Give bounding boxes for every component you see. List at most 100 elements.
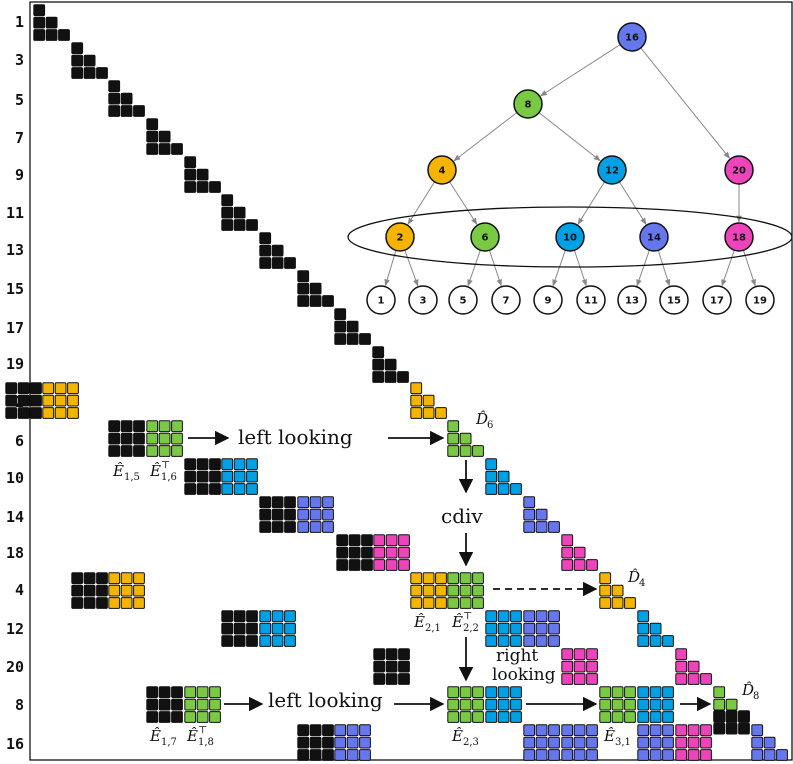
- matrix-cell: [485, 483, 498, 495]
- matrix-cell: [322, 508, 334, 521]
- math-superscript: ⊤: [463, 611, 472, 622]
- matrix-cell: [196, 168, 209, 181]
- tree-node-label: 15: [667, 296, 681, 307]
- leaf-diag-block: [71, 42, 108, 79]
- matrix-cell: [675, 660, 688, 673]
- matrix-cell: [67, 407, 79, 419]
- matrix-cell: [297, 749, 310, 761]
- left-looking-label-1: left looking: [238, 425, 353, 449]
- tree-node-label: 9: [545, 296, 552, 307]
- matrix-cell: [259, 244, 272, 257]
- matrix-cell: [133, 597, 145, 609]
- math-base: D̂: [475, 410, 488, 428]
- matrix-cell: [17, 407, 30, 419]
- matrix-cell: [497, 470, 510, 483]
- diag-block-20: [675, 648, 712, 685]
- matrix-cell: [611, 711, 624, 723]
- matrix-cell: [497, 711, 510, 723]
- matrix-blocks: [5, 4, 788, 761]
- matrix-cell: [385, 546, 398, 559]
- matrix-cell: [346, 320, 359, 333]
- matrix-cell: [246, 470, 258, 483]
- row-label: 4: [15, 581, 24, 599]
- matrix-cell: [271, 496, 284, 509]
- matrix-cell: [67, 394, 79, 407]
- matrix-cell: [348, 534, 361, 547]
- matrix-cell: [637, 749, 650, 761]
- matrix-cell: [184, 698, 197, 711]
- matrix-cell: [763, 749, 776, 761]
- matrix-cell: [398, 660, 410, 673]
- matrix-cell: [45, 16, 58, 29]
- matrix-cell: [573, 648, 586, 661]
- tree-edge: [453, 112, 518, 162]
- matrix-cell: [637, 724, 650, 737]
- matrix-cell: [71, 597, 84, 609]
- tree-node: [385, 222, 415, 252]
- matrix-cell: [42, 394, 55, 407]
- matrix-cell: [637, 686, 650, 699]
- matrix-block: [334, 724, 371, 761]
- matrix-cell: [624, 686, 636, 699]
- matrix-cell: [30, 394, 42, 407]
- leaf-diag-block: [334, 308, 371, 345]
- matrix-cell: [42, 382, 55, 395]
- tree-edge: [384, 250, 397, 287]
- matrix-block: [336, 534, 373, 571]
- matrix-cell: [422, 407, 435, 419]
- matrix-cell: [611, 698, 624, 711]
- matrix-cell: [410, 407, 423, 419]
- matrix-cell: [334, 724, 347, 737]
- tree-node: [408, 285, 438, 315]
- matrix-cell: [196, 470, 209, 483]
- math-subscript: 2,3: [463, 737, 479, 748]
- matrix-cell: [624, 711, 636, 723]
- matrix-cell: [763, 736, 776, 749]
- matrix-cell: [108, 584, 121, 597]
- matrix-cell: [548, 521, 560, 533]
- matrix-cell: [334, 736, 347, 749]
- matrix-cell: [510, 483, 522, 495]
- row-label: 5: [15, 91, 24, 109]
- matrix-cell: [322, 724, 334, 737]
- row-label: 6: [15, 432, 24, 450]
- tree-edge: [577, 181, 605, 225]
- matrix-cell: [523, 635, 536, 647]
- matrix-cell: [322, 496, 334, 509]
- matrix-cell: [649, 622, 662, 635]
- row-label: 7: [15, 129, 24, 147]
- tree-node-label: 20: [732, 166, 746, 177]
- matrix-cell: [649, 686, 662, 699]
- matrix-cell: [510, 635, 522, 647]
- matrix-cell: [133, 445, 145, 457]
- tree-node: [745, 285, 775, 315]
- matrix-block: [373, 648, 410, 685]
- matrix-cell: [361, 534, 373, 547]
- matrix-cell: [146, 432, 159, 445]
- tree-node: [448, 285, 478, 315]
- matrix-cell: [459, 597, 472, 609]
- matrix-cell: [586, 648, 598, 661]
- matrix-cell: [373, 648, 386, 661]
- matrix-cell: [751, 724, 764, 737]
- matrix-block: [71, 572, 108, 609]
- matrix-cell: [120, 432, 133, 445]
- matrix-cell: [146, 143, 159, 155]
- matrix-cell: [184, 181, 197, 193]
- matrix-cell: [459, 686, 472, 699]
- matrix-cell: [271, 610, 284, 623]
- row-label: 1: [15, 13, 24, 31]
- row-label: 11: [6, 204, 24, 222]
- matrix-cell: [346, 736, 359, 749]
- matrix-cell: [309, 282, 322, 295]
- matrix-cell: [523, 496, 536, 509]
- matrix-cell: [54, 382, 67, 395]
- matrix-cell: [573, 559, 586, 571]
- matrix-cell: [561, 673, 574, 685]
- tree-node: [724, 222, 754, 252]
- matrix-block: [146, 420, 183, 457]
- matrix-cell: [209, 181, 221, 193]
- matrix-cell: [649, 635, 662, 647]
